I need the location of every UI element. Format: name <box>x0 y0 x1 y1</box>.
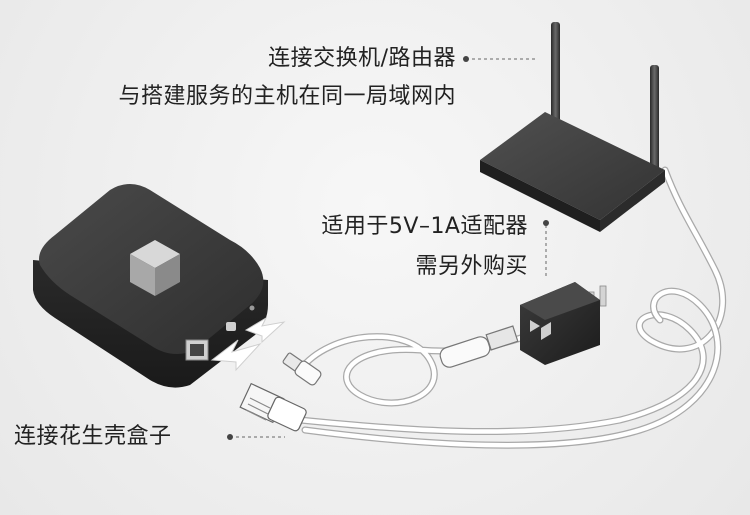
router-label-line1: 连接交换机/路由器 <box>268 46 456 71</box>
adapter-label-line2: 需另外购买 <box>415 254 528 279</box>
router-label-line2: 与搭建服务的主机在同一局域网内 <box>118 84 456 109</box>
micro-usb-plug <box>282 352 322 386</box>
peanut-shell-box <box>33 184 268 388</box>
usb-a-plug <box>439 325 519 368</box>
box-logo-icon <box>130 240 180 296</box>
ethernet-plug <box>239 382 307 432</box>
box-usb-port <box>226 322 236 331</box>
leader-lines <box>236 58 547 438</box>
leader-dots <box>227 56 549 440</box>
adapter-logo-icon <box>530 320 551 340</box>
power-adapter <box>520 282 607 365</box>
insert-arrows <box>210 316 286 372</box>
ethernet-cable <box>296 166 727 449</box>
box-indicator-icon <box>249 305 255 311</box>
adapter-label-line1: 适用于5V–1A适配器 <box>321 214 528 239</box>
box-label: 连接花生壳盒子 <box>14 424 172 449</box>
router <box>480 22 665 232</box>
router-antenna-right <box>650 65 659 175</box>
